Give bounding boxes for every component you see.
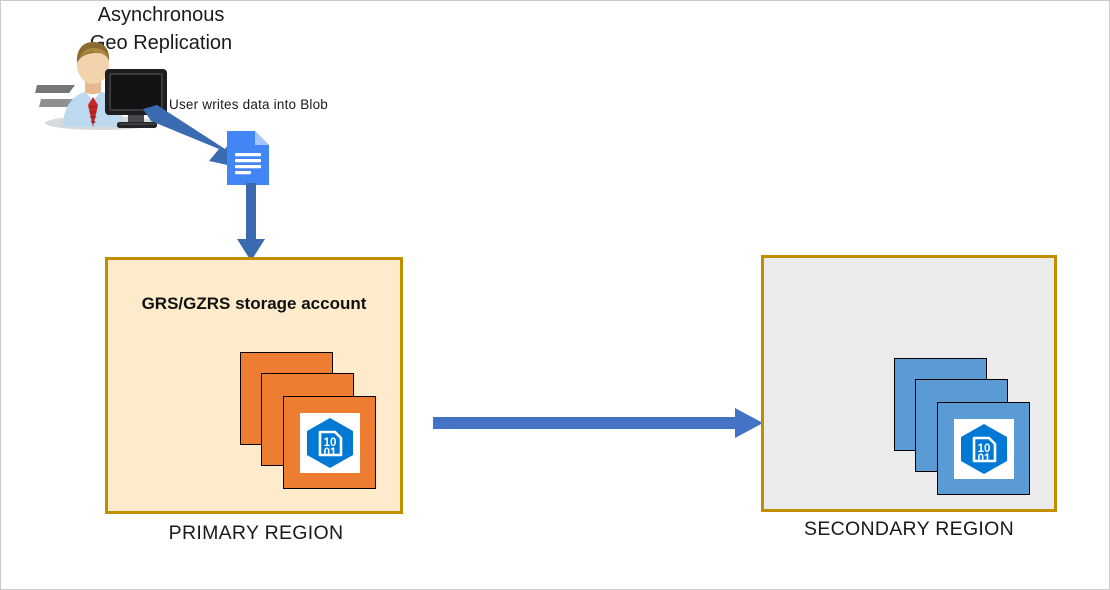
svg-text:01: 01 — [978, 453, 991, 465]
blob-to-primary-arrow — [232, 183, 270, 261]
svg-text:10: 10 — [978, 443, 991, 455]
document-icon — [225, 129, 271, 187]
user-to-blob-arrow — [139, 105, 249, 171]
primary-blob-card-stack: 10 01 — [240, 352, 388, 494]
secondary-blob-card-stack: 10 01 — [894, 358, 1042, 500]
secondary-region-box: 10 01 — [761, 255, 1057, 512]
svg-text:01: 01 — [324, 447, 337, 459]
azure-blob-storage-icon: 10 01 — [300, 413, 360, 473]
secondary-region-caption: SECONDARY REGION — [804, 518, 1014, 540]
svg-text:10: 10 — [324, 437, 337, 449]
geo-replication-label-line1: Asynchronous — [97, 4, 225, 26]
user-at-computer-icon — [29, 27, 169, 131]
geo-replication-label: Asynchronous Geo Replication — [1, 1, 321, 57]
blob-card-front: 10 01 — [937, 402, 1030, 495]
storage-account-heading: GRS/GZRS storage account — [141, 294, 367, 313]
geo-replication-label-line2: Geo Replication — [89, 32, 233, 54]
primary-region-caption: PRIMARY REGION — [168, 522, 344, 544]
user-writes-label: User writes data into Blob — [169, 97, 329, 112]
azure-blob-storage-icon: 10 01 — [954, 419, 1014, 479]
primary-region-box: GRS/GZRS storage account 10 01 — [105, 257, 403, 514]
geo-replication-arrow — [433, 407, 763, 439]
blob-card-front: 10 01 — [283, 396, 376, 489]
